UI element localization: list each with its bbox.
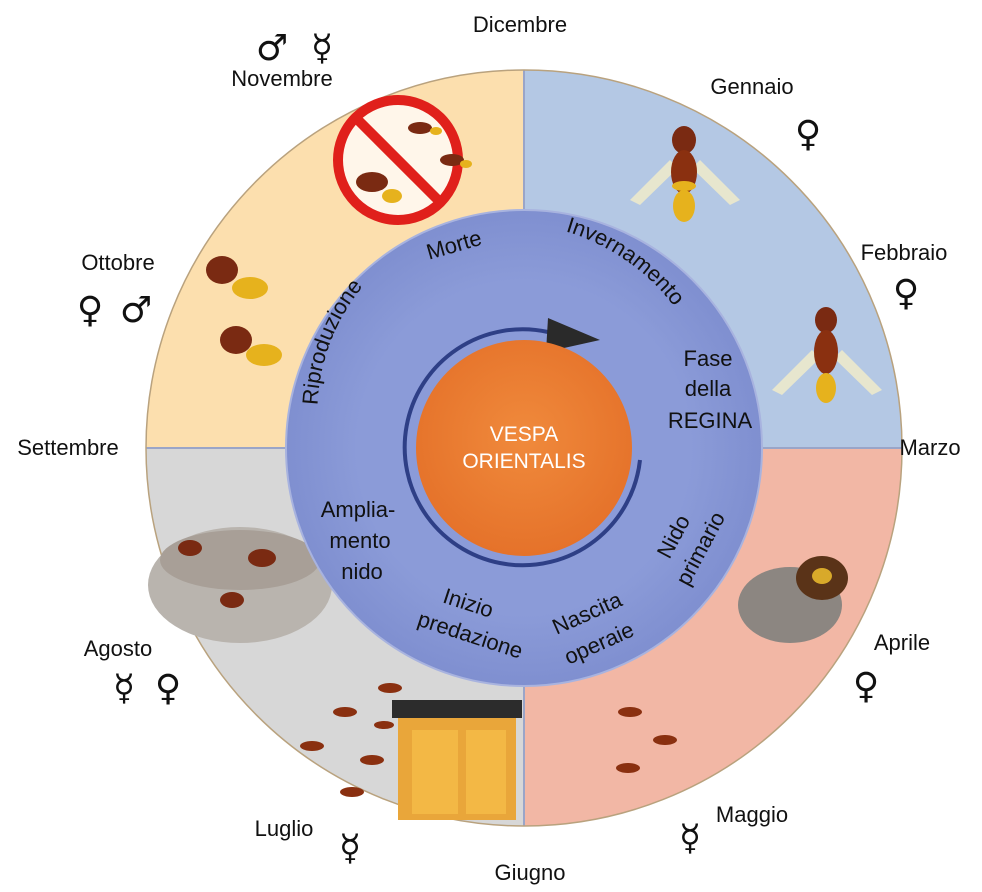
phase-ampliamento-nido-2: mento xyxy=(329,528,390,553)
phase-fase-regina-3: REGINA xyxy=(668,408,753,433)
phase-ampliamento-nido-3: nido xyxy=(341,559,383,584)
worker-icon: ☿ xyxy=(339,828,361,869)
center-title-line2: ORIENTALIS xyxy=(462,450,585,473)
month-febbraio: Febbraio xyxy=(861,240,948,265)
month-dicembre: Dicembre xyxy=(473,12,567,37)
month-aprile: Aprile xyxy=(874,630,930,655)
male-icon: ♂ xyxy=(120,290,152,331)
month-luglio: Luglio xyxy=(255,816,314,841)
month-giugno: Giugno xyxy=(495,860,566,885)
nest-illustration-august xyxy=(148,527,332,643)
center-title-line1: VESPA xyxy=(490,423,558,446)
month-maggio: Maggio xyxy=(716,802,788,827)
worker-icon: ☿ xyxy=(113,668,135,709)
female-icon: ♀ xyxy=(77,290,103,331)
beehive-illustration-july xyxy=(392,700,522,820)
phase-fase-regina-2: della xyxy=(685,376,732,401)
worker-icon: ☿ xyxy=(679,818,701,859)
phase-fase-regina-1: Fase xyxy=(684,346,733,371)
month-marzo: Marzo xyxy=(899,435,960,460)
month-settembre: Settembre xyxy=(17,435,119,460)
phase-ampliamento-nido-1: Amplia- xyxy=(321,497,396,522)
month-agosto: Agosto xyxy=(84,636,153,661)
month-gennaio: Gennaio xyxy=(710,74,793,99)
female-icon: ♀ xyxy=(853,666,879,707)
month-novembre: Novembre xyxy=(231,66,332,91)
male-icon: ♂ xyxy=(256,28,288,69)
center-circle xyxy=(416,340,632,556)
female-icon: ♀ xyxy=(893,273,919,314)
female-icon: ♀ xyxy=(795,114,821,155)
worker-icon: ☿ xyxy=(311,28,333,69)
female-icon: ♀ xyxy=(155,668,181,709)
month-ottobre: Ottobre xyxy=(81,250,154,275)
